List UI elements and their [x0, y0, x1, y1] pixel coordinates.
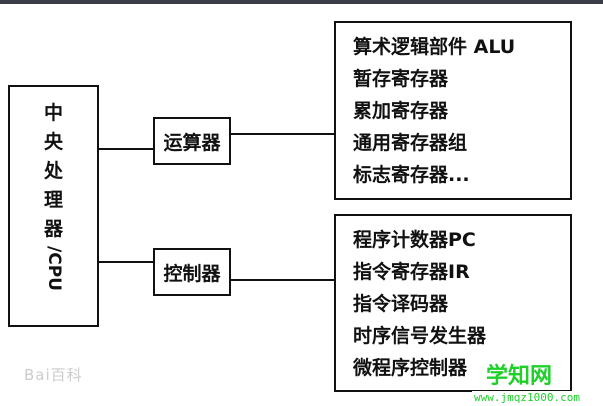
cpu-box: 中 央 处 理 器 /CPU — [8, 85, 99, 327]
list-item: 标志寄存器... — [353, 164, 470, 186]
cpu-char: 器 — [43, 218, 63, 240]
alu-components-box: 算术逻辑部件 ALU 暂存寄存器 累加寄存器 通用寄存器组 标志寄存器... — [334, 21, 572, 200]
list-item: 算术逻辑部件 ALU — [353, 36, 516, 58]
list-item: 通用寄存器组 — [353, 132, 468, 154]
control-unit-box: 控制器 — [153, 248, 231, 296]
site-watermark: 学知网 — [482, 358, 557, 390]
list-item: 指令寄存器IR — [353, 261, 470, 283]
control-unit-label: 控制器 — [163, 262, 221, 285]
control-components-box: 程序计数器PC 指令寄存器IR 指令译码器 时序信号发生器 微程序控制器 — [334, 214, 572, 392]
connector-cpu-control — [99, 261, 153, 263]
list-item: 暂存寄存器 — [353, 68, 449, 90]
top-bar — [0, 0, 603, 4]
alu-unit-label: 运算器 — [163, 131, 221, 154]
connector-alu-list — [231, 133, 334, 135]
list-item: 累加寄存器 — [353, 100, 449, 122]
cpu-char: 理 — [43, 189, 63, 211]
cpu-char: 中 — [43, 102, 63, 124]
alu-unit-box: 运算器 — [153, 117, 231, 165]
baidu-watermark: Bai百科 — [24, 366, 83, 384]
list-item: 微程序控制器 — [353, 357, 468, 379]
cpu-suffix: /CPU — [43, 246, 64, 291]
list-item: 指令译码器 — [353, 293, 449, 315]
connector-control-list — [231, 279, 334, 281]
list-item: 时序信号发生器 — [353, 325, 487, 347]
connector-cpu-alu — [99, 148, 153, 150]
site-url-watermark: www.jmqz1000.com — [472, 391, 582, 404]
cpu-char: 处 — [43, 160, 63, 182]
list-item: 程序计数器PC — [353, 229, 476, 251]
cpu-char: 央 — [43, 131, 63, 153]
